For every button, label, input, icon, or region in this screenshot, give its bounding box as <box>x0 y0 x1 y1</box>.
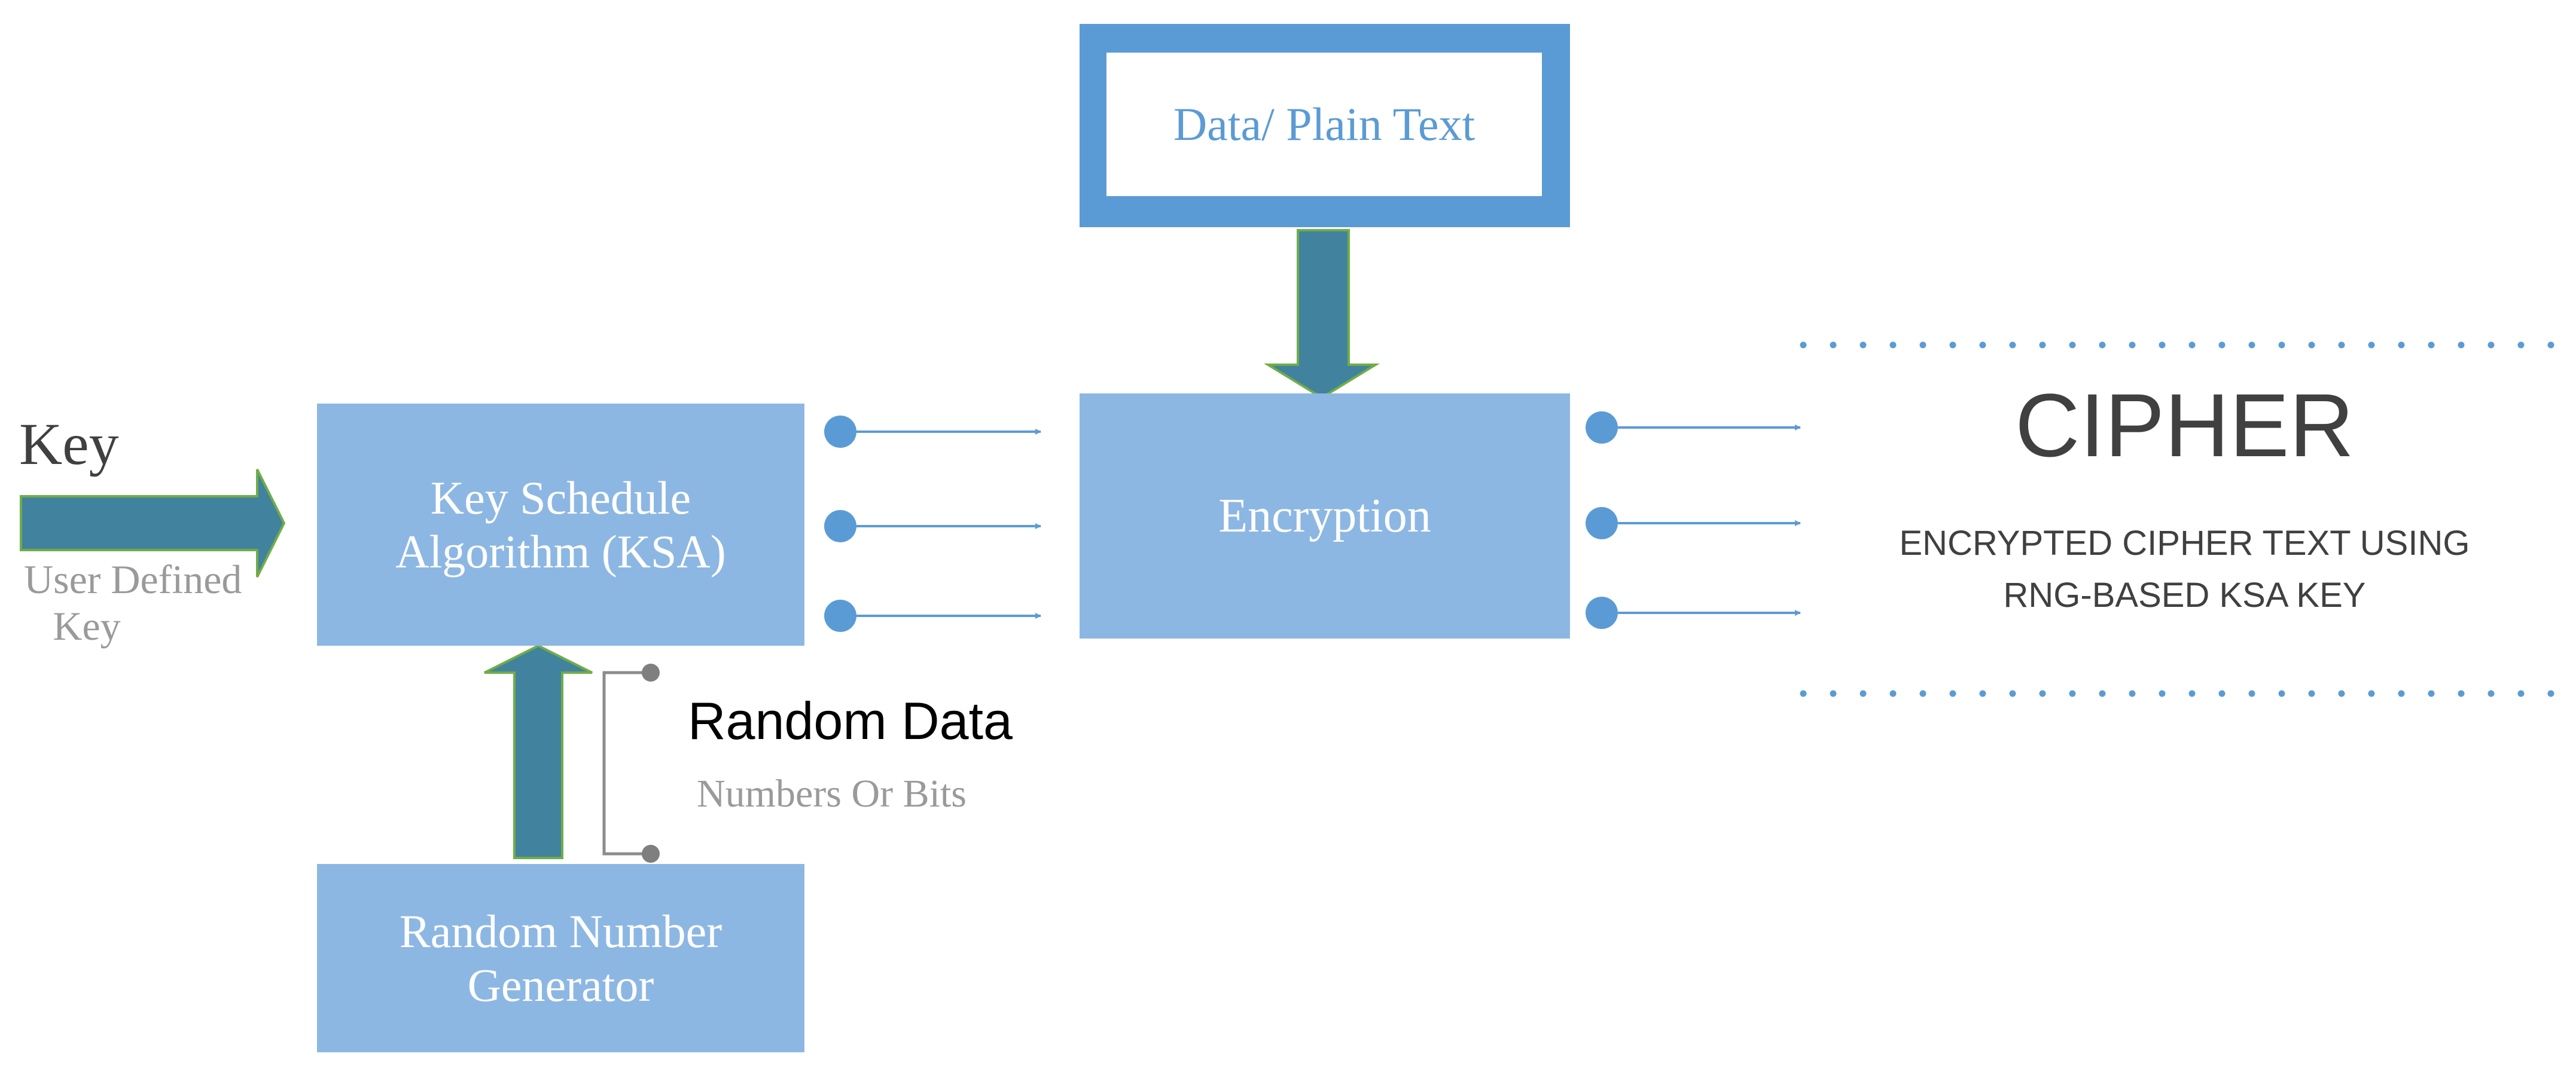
cipher-description: ENCRYPTED CIPHER TEXT USING RNG-BASED KS… <box>1803 517 2566 621</box>
cipher-title: CIPHER <box>2015 375 2354 475</box>
rng-to-ksa-arrow <box>484 644 593 859</box>
encryption-box: Encryption <box>1080 393 1570 639</box>
user-defined-key-line2: Key <box>53 603 121 649</box>
key-label: Key <box>19 411 119 477</box>
ksa-label-line2: Algorithm (KSA) <box>395 525 726 578</box>
user-defined-key-label: User Defined Key <box>24 556 242 649</box>
plaintext-label: Data/ Plain Text <box>1173 98 1476 150</box>
rng-label-line1: Random Number <box>399 905 723 957</box>
rng-label: Random Number Generator <box>400 905 722 1012</box>
key-input-arrow <box>20 469 286 578</box>
ksa-box: Key Schedule Algorithm (KSA) <box>317 404 804 646</box>
random-data-bracket <box>602 664 660 863</box>
cipher-description-line1: ENCRYPTED CIPHER TEXT USING <box>1899 524 2470 563</box>
random-data-title: Random Data <box>688 691 1013 750</box>
user-defined-key-line1: User Defined <box>24 557 242 602</box>
rng-box: Random Number Generator <box>317 864 804 1052</box>
encryption-to-cipher-connectors <box>1586 411 1801 629</box>
ksa-label-line1: Key Schedule <box>430 471 691 524</box>
encryption-label: Encryption <box>1218 489 1431 542</box>
cipher-description-line2: RNG-BASED KSA KEY <box>2003 576 2366 615</box>
ksa-label: Key Schedule Algorithm (KSA) <box>395 471 725 578</box>
plaintext-to-encryption-arrow <box>1263 229 1380 399</box>
ksa-to-encryption-connectors <box>824 416 1041 632</box>
random-data-subtitle: Numbers Or Bits <box>697 772 967 816</box>
rng-label-line2: Generator <box>467 958 654 1011</box>
